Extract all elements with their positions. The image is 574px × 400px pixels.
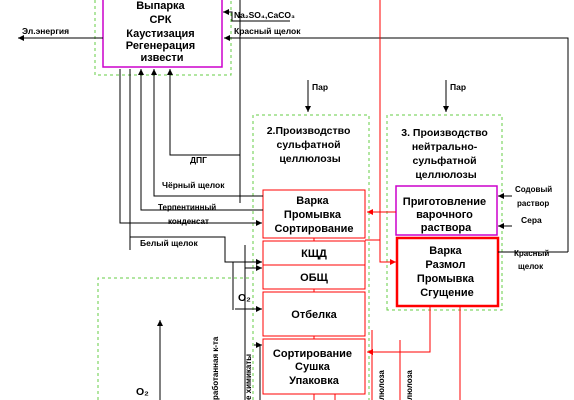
soda-label: Содовый раствор — [515, 185, 554, 208]
dpg-label: ДПГ — [190, 155, 207, 165]
bleaching-section-boundary — [97, 277, 250, 400]
dpg-arrow — [167, 69, 241, 203]
turpentine-arrow — [138, 69, 263, 211]
finishing-box-label: Сортирование Сушка Упаковка — [273, 348, 355, 387]
obshch-box-label: ОБЩ — [300, 272, 328, 284]
neutral-cooking-box-label: Варка Размол Промывка Сгущение — [417, 245, 477, 299]
o2-arrow-1 — [232, 261, 262, 310]
chemicals-label: е химикаты — [244, 354, 253, 400]
black-flows — [18, 0, 569, 400]
cooking-box-label: Варка Промывка Сортирование — [274, 195, 353, 235]
steam-label-1: Пар — [312, 82, 328, 92]
na2so4-label: Na₂SO₄,CaCO₃ — [234, 10, 295, 20]
section3-title: 3. Производство нейтрально- сульфатной ц… — [401, 127, 490, 181]
liquor-prep-box — [395, 185, 498, 236]
liquor-prep-box-label: Приготовление варочного раствора — [403, 196, 489, 234]
cellulose-label-1: люлоза — [377, 370, 386, 400]
kshd-box-label: КЩД — [301, 248, 327, 260]
neutral-to-finishing — [367, 306, 431, 355]
white-liquor-label: Белый щелок — [140, 238, 198, 248]
bleaching-box-label: Отбелка — [291, 309, 337, 321]
steam-label-2: Пар — [450, 82, 466, 92]
turpentine-label: Терпентинный конденсат — [158, 203, 218, 226]
electricity-label: Эл.энергия — [22, 26, 69, 36]
red-column-line — [379, 0, 396, 265]
red-liquor-right-label: Красный щелок — [514, 249, 551, 271]
spent-acid-label: работанная к-та — [211, 336, 220, 400]
recovery-box — [102, 0, 223, 68]
na2so4-arrow — [223, 9, 290, 22]
o2-label-2: O₂ — [136, 386, 149, 398]
sulfate-section-boundary — [252, 114, 370, 400]
black-liquor-arrow — [151, 69, 263, 197]
section2-title: 2.Производство сульфатной целлюлозы — [267, 125, 354, 165]
cellulose-label-2: люлоза — [405, 370, 414, 400]
black-liquor-label: Чёрный щелок — [162, 180, 225, 190]
white-liquor-line — [119, 69, 262, 226]
red-flows — [313, 0, 461, 400]
recovery-box-label: Выпарка СРК Каустизация Регенерация изве… — [126, 0, 198, 64]
red-liquor-top-arrow — [224, 35, 569, 252]
white-liquor-branch — [129, 69, 262, 265]
red-liquor-top-label: Красный щелок — [234, 26, 301, 36]
sulfur-label: Сера — [521, 215, 542, 225]
o2-label-1: O₂ — [238, 292, 251, 304]
neutral-cooking-box — [395, 236, 500, 308]
